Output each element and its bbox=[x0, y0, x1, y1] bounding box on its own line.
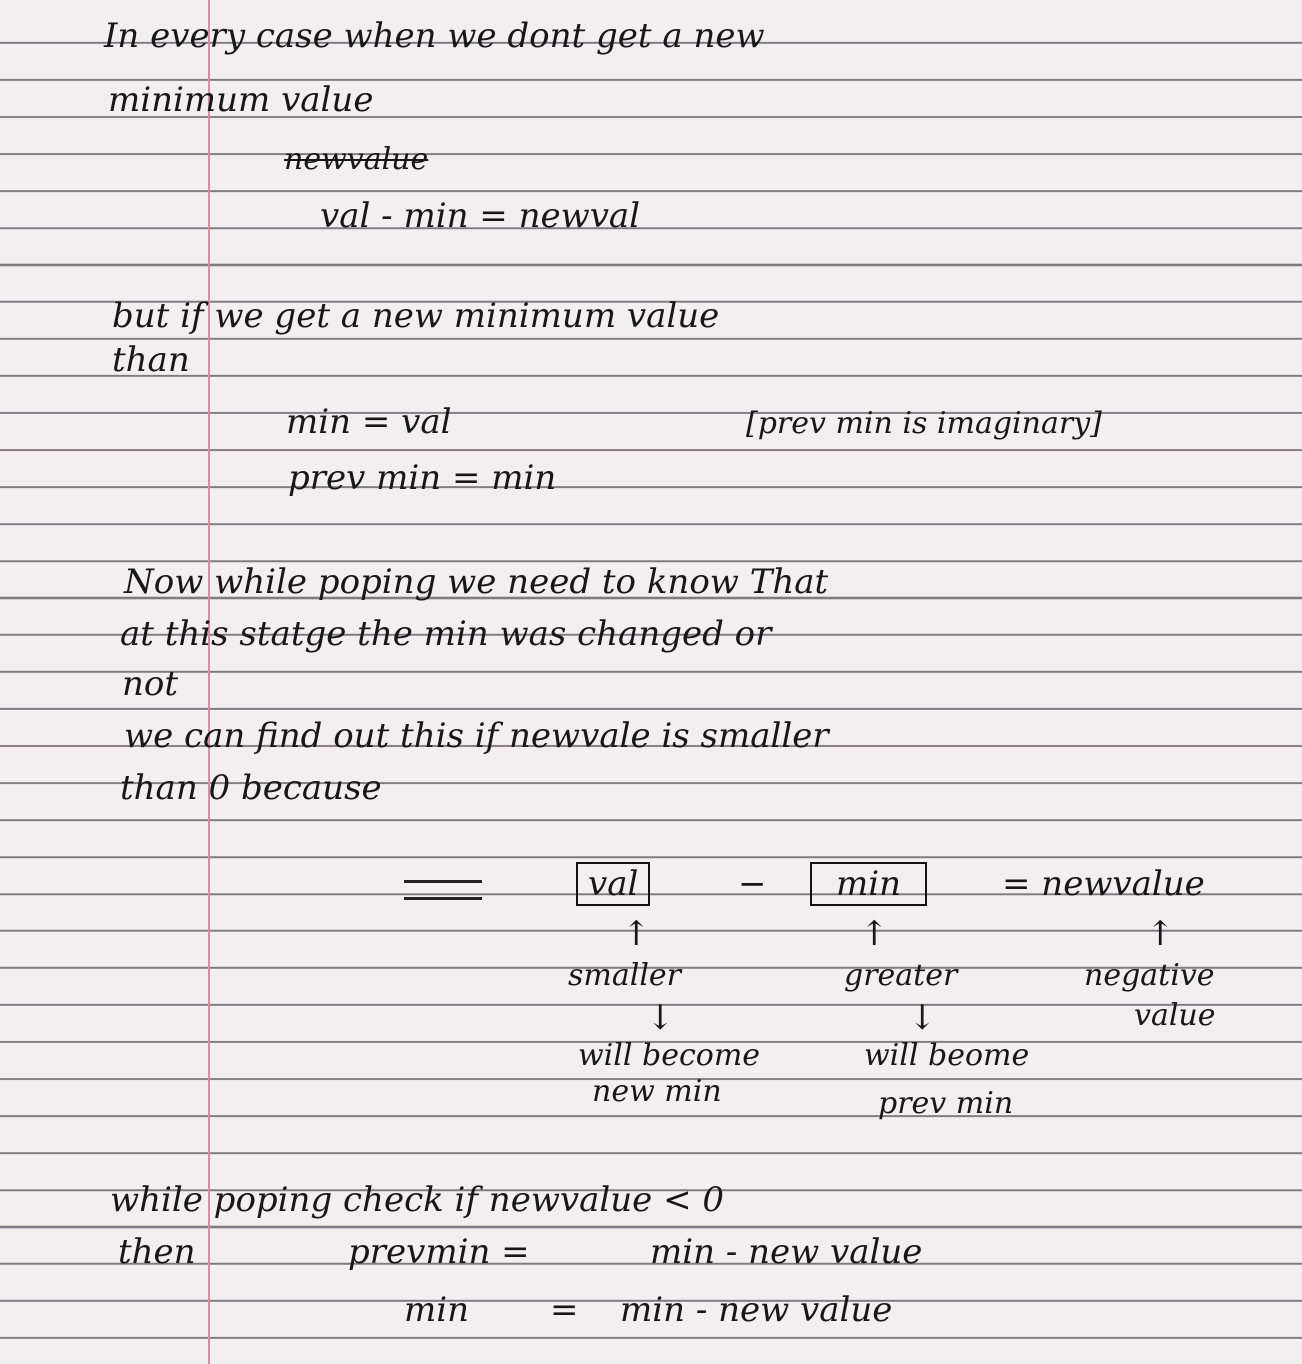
final-min: min bbox=[404, 1290, 470, 1330]
note-line-2: minimum value bbox=[108, 80, 374, 120]
val-result-line-1: will become bbox=[578, 1038, 761, 1073]
label-smaller: smaller bbox=[568, 958, 682, 993]
arrow-up-val: ↑ bbox=[622, 914, 651, 954]
arrow-down-val: ↓ bbox=[646, 998, 675, 1038]
arrow-up-min: ↑ bbox=[860, 914, 889, 954]
note-line-12: we can find out this if newvale is small… bbox=[124, 716, 829, 756]
final-min-minus-newvalue-1: min - new value bbox=[650, 1232, 923, 1272]
arrow-down-min: ↓ bbox=[908, 998, 937, 1038]
note-line-6: than bbox=[112, 340, 190, 380]
val-result-line-2: new min bbox=[592, 1074, 722, 1109]
note-line-13: than 0 because bbox=[120, 768, 382, 808]
label-value: value bbox=[1134, 998, 1216, 1033]
min-result-line-1: will beome bbox=[864, 1038, 1030, 1073]
final-equals: = bbox=[550, 1290, 579, 1330]
formula-min-equals-val: min = val bbox=[286, 402, 452, 442]
note-line-10: at this statge the min was changed or bbox=[120, 614, 772, 654]
equals-newvalue: = newvalue bbox=[1002, 864, 1205, 904]
note-line-11: not bbox=[122, 664, 179, 704]
formula-val-minus-min: val - min = newval bbox=[320, 196, 641, 236]
min-result-line-2: prev min bbox=[878, 1086, 1014, 1121]
final-prevmin-equals: prevmin = bbox=[348, 1232, 530, 1272]
final-min-minus-newvalue-2: min - new value bbox=[620, 1290, 893, 1330]
min-box: min bbox=[810, 862, 928, 906]
final-line-1: while poping check if newvalue < 0 bbox=[110, 1180, 725, 1220]
formula-prevmin-equals-min: prev min = min bbox=[288, 458, 557, 498]
margin-line bbox=[208, 0, 210, 1364]
crossed-out-word: newvalue bbox=[284, 142, 429, 177]
arrow-up-newvalue: ↑ bbox=[1146, 914, 1175, 954]
label-greater: greater bbox=[844, 958, 958, 993]
bracket-note: [prev min is imaginary] bbox=[746, 406, 1102, 441]
minus-sign: − bbox=[738, 864, 767, 904]
note-line-5: but if we get a new minimum value bbox=[112, 296, 720, 336]
label-negative: negative bbox=[1084, 958, 1215, 993]
note-line-1: In every case when we dont get a new bbox=[104, 16, 765, 56]
scribble-mark bbox=[404, 880, 482, 900]
note-line-9: Now while poping we need to know That bbox=[124, 562, 829, 602]
final-then: then bbox=[118, 1232, 196, 1272]
val-box: val bbox=[576, 862, 651, 906]
